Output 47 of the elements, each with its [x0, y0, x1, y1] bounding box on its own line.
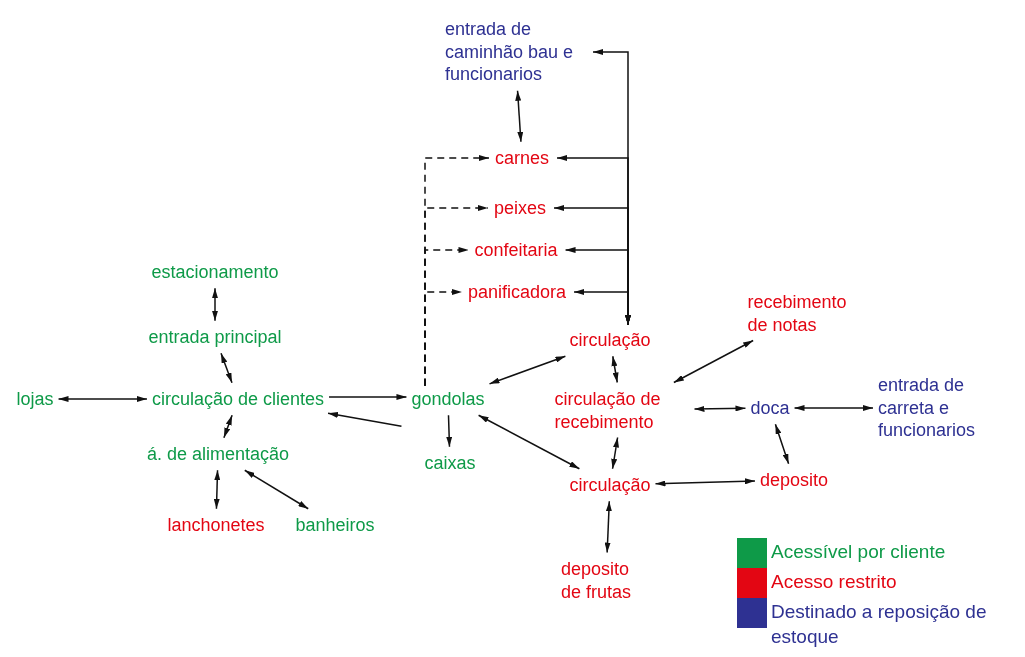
arrow: [604, 500, 612, 554]
legend-label: Destinado a reposição de estoque: [770, 600, 988, 649]
arrow: [488, 355, 567, 385]
arrow: [611, 355, 619, 384]
node-label: lanchonetes: [167, 513, 265, 537]
node-label: recebimento de notas: [747, 290, 848, 336]
node-label: confeitaria: [474, 238, 558, 262]
arrow: [515, 90, 524, 143]
arrow: [223, 414, 233, 439]
arrow: [424, 289, 463, 387]
node-label: carnes: [495, 146, 549, 170]
node-label: estacionamento: [151, 260, 279, 284]
node-label: entrada de carreta e funcionarios: [878, 374, 977, 442]
arrow: [213, 469, 221, 510]
arrow: [673, 339, 754, 384]
node-label: deposito: [759, 468, 829, 492]
node-label: circulação de recebimento: [554, 387, 662, 433]
node-label: lojas: [16, 387, 54, 411]
arrow: [446, 414, 453, 448]
node-label: banheiros: [295, 513, 375, 537]
arrow: [477, 414, 581, 470]
node-label: gondolas: [411, 387, 485, 411]
node-label: caixas: [424, 451, 476, 475]
node-label: circulação de clientes: [151, 387, 325, 411]
node-label: doca: [750, 396, 790, 420]
arrow: [793, 405, 874, 411]
arrow: [220, 352, 233, 384]
arrow: [573, 289, 631, 326]
node-label: entrada principal: [148, 325, 282, 349]
arrow: [611, 436, 619, 470]
arrow: [774, 423, 790, 465]
node-label: circulação: [569, 328, 651, 352]
node-label: deposito de frutas: [561, 557, 633, 603]
arrow: [693, 405, 747, 412]
legend-label: Acesso restrito: [770, 570, 897, 594]
node-label: panificadora: [467, 280, 567, 304]
arrow: [327, 412, 403, 427]
arrow: [328, 394, 408, 400]
arrow: [212, 287, 218, 322]
node-label: á. de alimentação: [146, 442, 290, 466]
node-label: peixes: [494, 196, 546, 220]
arrow: [654, 478, 756, 487]
arrow: [244, 469, 309, 510]
node-label: circulação: [569, 473, 651, 497]
node-label: entrada de caminhão bau e funcionarios: [445, 18, 575, 86]
legend-label: Acessível por cliente: [770, 540, 946, 564]
arrow: [57, 396, 148, 402]
